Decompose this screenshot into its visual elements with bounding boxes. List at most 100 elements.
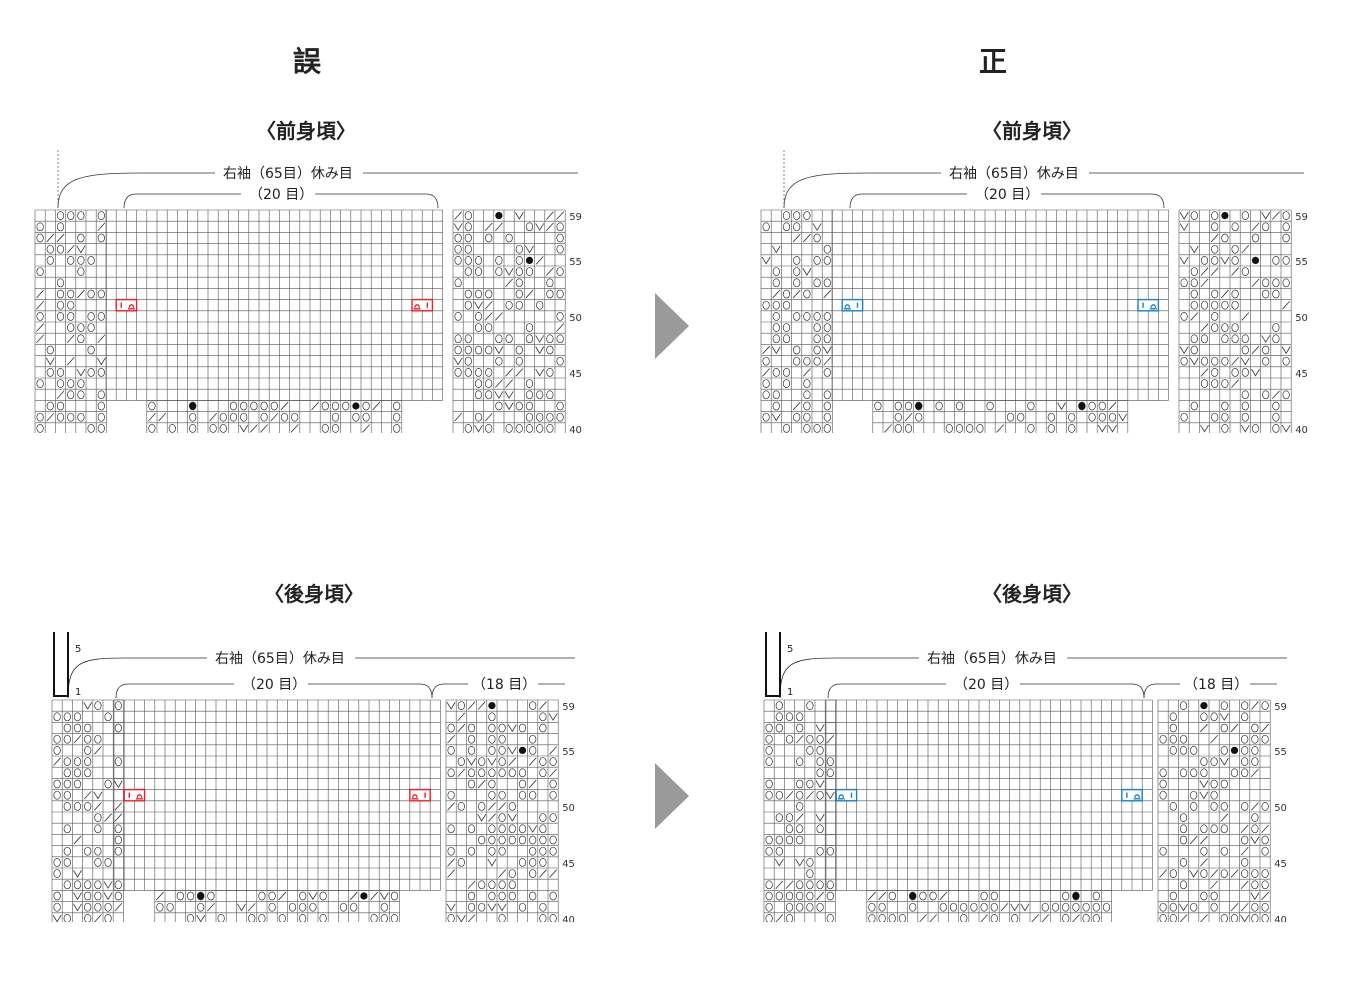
left-edge-eyelet-symbol [772,267,780,276]
left-edge-cross-symbol [52,914,62,922]
left-edge-eyelet-symbol [104,858,112,867]
bullet-symbol [1200,702,1208,710]
right-bracket-line [431,683,565,699]
left-edge-eyelet-symbol [806,734,814,744]
left-edge-eyelet-symbol [775,790,783,800]
right-edge-eyelet-symbol [1241,712,1249,722]
center-lower-cross-symbol [1118,413,1128,422]
right-edge-eyelet-symbol [447,746,455,755]
left-edge-eyelet-symbol [782,379,791,388]
right-edge-eyelet-symbol [464,368,472,377]
right-edge-eyelet-symbol [1251,723,1259,733]
left-edge-eyelet-symbol [775,835,783,845]
right-edge-eyelet-symbol [498,914,506,922]
center-lower-eyelet-symbol [258,891,266,901]
right-edge-eyelet-symbol [498,824,506,834]
right-edge-eyelet-symbol [447,824,455,834]
right-edge-eyelet-symbol [1251,746,1259,755]
right-edge-eyelet-symbol [539,914,547,922]
right-edge-eyelet-symbol [515,278,523,288]
center-lower-eyelet-symbol [898,914,907,922]
left-edge-eyelet-symbol [813,424,821,433]
right-edge-eyelet-symbol [464,222,472,232]
right-edge-eyelet-symbol [1231,334,1239,344]
right-edge-eyelet-symbol [467,734,476,744]
center-lower-decrease-symbol [939,891,948,901]
left-edge-eyelet-symbol [793,256,801,265]
center-stitches-label: （20 目） [954,677,1018,693]
right-edge-cross-symbol [446,903,456,912]
right-edge-eyelet-symbol [556,233,564,243]
left-edge-eyelet-symbol [56,379,65,388]
left-edge-cross-symbol [771,346,781,355]
sleeve-stitches-label: 右袖（65目）休み目 [215,651,345,667]
center-lower-eyelet-symbol [1092,902,1100,912]
left-edge-decrease-symbol [803,368,811,377]
left-edge-eyelet-symbol [114,701,122,710]
right-edge-eyelet-symbol [1282,233,1290,243]
right-edge-decrease-symbol [1272,390,1280,399]
right-edge-cross-symbol [456,914,466,922]
right-edge-eyelet-symbol [1251,233,1260,243]
right-edge-eyelet-symbol [1159,768,1167,778]
right-edge-eyelet-symbol [457,701,465,710]
left-edge-eyelet-symbol [77,267,85,276]
center-lower-eyelet-symbol [1027,401,1035,411]
right-edge-eyelet-symbol [1262,278,1270,288]
right-edge-eyelet-symbol [546,412,554,422]
left-edge-eyelet-symbol [823,368,831,377]
right-edge-eyelet-symbol [1169,891,1177,901]
row-number-tick: 59 [1295,212,1308,223]
center-lower-cross-symbol [1020,903,1030,912]
right-edge-decrease-symbol [1190,312,1199,321]
right-edge-eyelet-symbol [1210,712,1218,722]
right-edge-eyelet-symbol [488,746,496,755]
left-edge-eyelet-symbol [94,813,102,822]
twisted-increase-symbol [128,304,135,310]
left-edge-eyelet-symbol [793,278,801,288]
left-edge-eyelet-symbol [823,323,831,332]
right-edge-cross-symbol [1199,791,1209,800]
left-edge-eyelet-symbol [87,368,95,377]
left-edge-eyelet-symbol [53,746,61,755]
right-edge-cross-symbol [528,825,538,833]
left-edge-eyelet-symbol [803,401,811,411]
center-lower-eyelet-symbol [260,401,268,411]
right-edge-eyelet-symbol [546,345,554,355]
left-edge-eyelet-symbol [796,824,804,834]
right-bracket-line [1143,683,1277,699]
center-lower-eyelet-symbol [1047,412,1055,422]
right-edge-eyelet-symbol [1241,368,1249,377]
right-edge-eyelet-symbol [1159,914,1167,922]
left-edge-eyelet-symbol [823,278,831,288]
left-edge-eyelet-symbol [67,323,75,332]
center-lower-eyelet-symbol [148,401,156,411]
left-edge-eyelet-symbol [826,891,834,901]
left-edge-eyelet-symbol [56,401,65,411]
left-edge-eyelet-symbol [77,390,85,400]
right-edge-eyelet-symbol [549,891,557,901]
left-edge-eyelet-symbol [775,723,783,733]
center-lower-eyelet-symbol [1051,902,1060,912]
center-lower-eyelet-symbol [258,914,266,922]
center-lower-eyelet-symbol [1062,902,1070,912]
left-edge-cross-symbol [83,702,93,710]
left-edge-eyelet-symbol [84,723,92,733]
left-edge-grid [760,209,833,433]
left-edge-decrease-symbol [66,357,75,366]
left-edge-eyelet-symbol [793,412,801,422]
left-edge-eyelet-symbol [63,712,71,722]
right-edge-eyelet-symbol [464,244,472,254]
center-lower-cross-symbol [308,892,318,901]
center-lower-decrease-symbol [311,401,319,411]
right-edge-eyelet-symbol [556,289,564,299]
right-edge-eyelet-symbol [474,323,483,332]
left-edge-grid [34,209,107,433]
center-lower-eyelet-symbol [990,891,998,901]
right-edge-decrease-symbol [539,701,547,710]
right-edge-eyelet-symbol [495,401,503,411]
right-edge-eyelet-symbol [515,256,523,265]
left-edge-decrease-symbol [114,813,123,822]
right-edge-eyelet-symbol [485,379,493,388]
